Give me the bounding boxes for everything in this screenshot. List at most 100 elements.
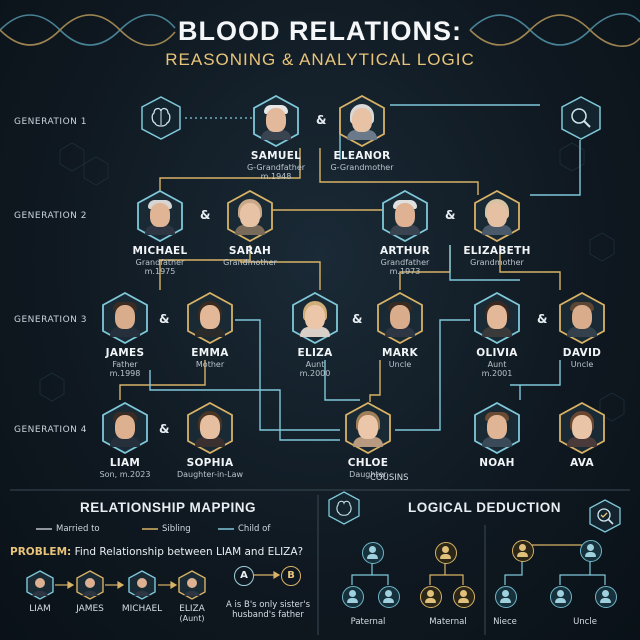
deduction-label-niece: Niece [493, 617, 517, 627]
person-name: SOPHIA [186, 457, 234, 469]
portrait [305, 305, 325, 329]
person-role: Uncle [388, 360, 412, 369]
chain-portrait [76, 570, 104, 600]
person-michael[interactable] [137, 190, 183, 242]
marriage-symbol: & [537, 312, 548, 326]
person-icon [595, 586, 617, 608]
person-emma[interactable] [187, 292, 233, 344]
person-sarah[interactable] [227, 190, 273, 242]
chain-label: ELIZA [179, 604, 205, 614]
person-james[interactable] [102, 292, 148, 344]
person-role: Grandfather [380, 258, 430, 267]
person-icon [580, 540, 602, 562]
person-role: Son, m.2023 [99, 470, 151, 479]
person-eliza[interactable] [292, 292, 338, 344]
chain-label: JAMES [76, 604, 104, 614]
person-elizabeth[interactable] [474, 190, 520, 242]
person-name: EMMA [191, 347, 229, 359]
person-role: Grandfather [135, 258, 185, 267]
generation-label-1: GENERATION 1 [14, 117, 87, 127]
person-icon [453, 586, 475, 608]
person-eleanor[interactable] [339, 95, 385, 147]
person-ava[interactable] [559, 402, 605, 454]
person-name: NOAH [479, 457, 515, 469]
person-name: AVA [570, 457, 594, 469]
portrait [200, 415, 220, 439]
person-name: MARK [382, 347, 418, 359]
person-name: SARAH [228, 245, 272, 257]
page-subtitle: REASONING & ANALYTICAL LOGIC [165, 50, 475, 69]
chain-note: (Aunt) [179, 614, 205, 623]
person-mark[interactable] [377, 292, 423, 344]
portrait [150, 203, 170, 227]
person-role: Uncle [570, 360, 594, 369]
portrait [240, 203, 260, 227]
person-name: SAMUEL [250, 150, 302, 162]
portrait [487, 415, 507, 439]
portrait [487, 203, 507, 227]
generation-label-2: GENERATION 2 [14, 211, 87, 221]
person-name: DAVID [562, 347, 602, 359]
person-role: Aunt [487, 360, 507, 369]
portrait [572, 305, 592, 329]
page-title: BLOOD RELATIONS: [178, 16, 462, 46]
portrait [115, 305, 135, 329]
person-marriage-year: m.1973 [389, 267, 421, 276]
portrait [395, 203, 415, 227]
portrait [390, 305, 410, 329]
chain-label: LIAM [29, 604, 51, 614]
deduction-label-uncle: Uncle [573, 617, 597, 627]
person-icon [550, 586, 572, 608]
person-name: ELEANOR [333, 150, 391, 162]
person-icon [342, 586, 364, 608]
person-name: OLIVIA [476, 347, 518, 359]
person-icon [378, 586, 400, 608]
person-sophia[interactable] [187, 402, 233, 454]
person-chloe[interactable] [345, 402, 391, 454]
portrait [266, 108, 286, 132]
chain-portrait [178, 570, 206, 600]
deduction-title: LOGICAL DEDUCTION [408, 500, 561, 515]
portrait [115, 415, 135, 439]
person-role: Aunt [305, 360, 325, 369]
person-icon [362, 542, 384, 564]
generation-label-3: GENERATION 3 [14, 315, 87, 325]
person-role: Mother [195, 360, 225, 369]
node-b: B [281, 566, 301, 586]
portrait [487, 305, 507, 329]
person-name: LIAM [109, 457, 141, 469]
person-name: ELIZABETH [463, 245, 531, 257]
person-liam[interactable] [102, 402, 148, 454]
chain-portrait [26, 570, 54, 600]
cousins-label: COUSINS [370, 473, 409, 483]
person-role: Father [112, 360, 138, 369]
node-a: A [234, 566, 254, 586]
problem-text: Find Relationship between LIAM and ELIZA… [74, 546, 304, 558]
checkmark-magnifier-icon [588, 498, 622, 534]
person-name: CHLOE [347, 457, 389, 469]
person-olivia[interactable] [474, 292, 520, 344]
person-role: G-Grandmother [330, 163, 394, 172]
legend-married: Married to [56, 524, 100, 534]
legend-sibling: Sibling [162, 524, 191, 534]
person-role: Daughter [349, 470, 387, 479]
person-role: Grandmother [470, 258, 524, 267]
person-icon [512, 540, 534, 562]
person-noah[interactable] [474, 402, 520, 454]
marriage-symbol: & [316, 113, 327, 127]
person-arthur[interactable] [382, 190, 428, 242]
portrait [352, 108, 372, 132]
person-david[interactable] [559, 292, 605, 344]
marriage-symbol: & [159, 312, 170, 326]
person-name: ARTHUR [379, 245, 431, 257]
person-marriage-year: m.2001 [481, 369, 513, 378]
dna-helix-icon [0, 13, 640, 47]
chain-label: MICHAEL [121, 604, 163, 614]
generation-label-4: GENERATION 4 [14, 425, 87, 435]
person-samuel[interactable] [253, 95, 299, 147]
deduction-label-maternal: Maternal [429, 617, 467, 627]
person-name: MICHAEL [132, 245, 188, 257]
marriage-symbol: & [200, 208, 211, 222]
